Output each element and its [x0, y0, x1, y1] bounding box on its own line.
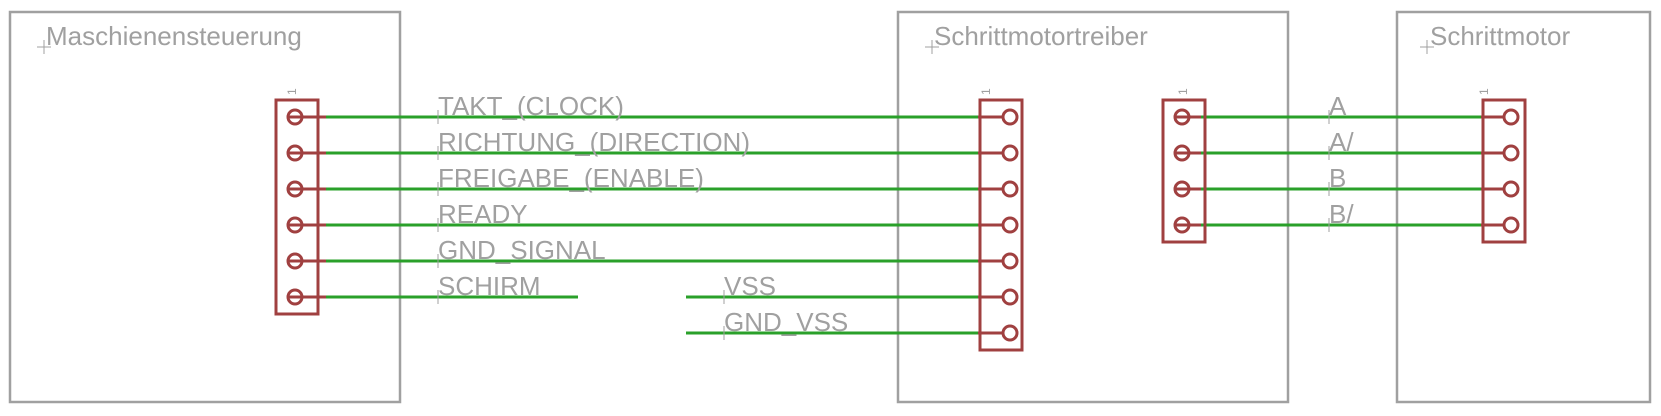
connector-treiber-output — [1161, 98, 1207, 244]
title-maschienensteuerung: Maschienensteuerung — [46, 21, 302, 51]
net-label-gnd-signal: GND_SIGNAL — [438, 235, 606, 265]
net-label-b-inv: B/ — [1329, 199, 1354, 229]
connector-treiber-input — [978, 98, 1024, 352]
pin-pad — [1502, 180, 1520, 198]
pin-pad — [1001, 324, 1019, 342]
connector-maschienensteuerung — [274, 98, 326, 316]
pin-pad — [1001, 252, 1019, 270]
net-label-takt: TAKT_(CLOCK) — [438, 91, 624, 121]
net-label-b: B — [1329, 163, 1346, 193]
title-schrittmotortreiber: Schrittmotortreiber — [934, 21, 1148, 51]
net-label-a: A — [1329, 91, 1347, 121]
net-label-a-inv: A/ — [1329, 127, 1354, 157]
net-label-gnd-vss: GND_VSS — [724, 307, 848, 337]
pin-pad — [1001, 288, 1019, 306]
pin-pad — [1001, 180, 1019, 198]
pin1-marker-j1: 1 — [285, 88, 299, 95]
net-label-vss: VSS — [724, 271, 776, 301]
origin-cross-icon — [1420, 40, 1434, 54]
pin1-marker-j4: 1 — [1477, 88, 1491, 95]
pin-pad — [1502, 144, 1520, 162]
origin-cross-icon — [37, 40, 51, 54]
pin-pad — [1001, 108, 1019, 126]
pin1-marker-j2: 1 — [979, 88, 993, 95]
block-schrittmotortreiber — [896, 10, 1290, 404]
net-origin-cross-icon — [437, 110, 1330, 340]
block-schrittmotor — [1395, 10, 1652, 404]
net-label-ready: READY — [438, 199, 528, 229]
pin-pad — [1001, 144, 1019, 162]
net-label-freigabe: FREIGABE_(ENABLE) — [438, 163, 704, 193]
pin1-marker-j3: 1 — [1176, 88, 1190, 95]
origin-cross-icon — [925, 40, 939, 54]
pin-pad — [1502, 108, 1520, 126]
net-label-richtung: RICHTUNG_(DIRECTION) — [438, 127, 750, 157]
title-schrittmotor: Schrittmotor — [1430, 21, 1570, 51]
block-maschienensteuerung — [8, 10, 402, 404]
wires — [326, 115, 1481, 335]
pin-pad — [1502, 216, 1520, 234]
pin-pad — [1001, 216, 1019, 234]
net-label-schirm: SCHIRM — [438, 271, 541, 301]
connector-schrittmotor — [1481, 98, 1527, 244]
